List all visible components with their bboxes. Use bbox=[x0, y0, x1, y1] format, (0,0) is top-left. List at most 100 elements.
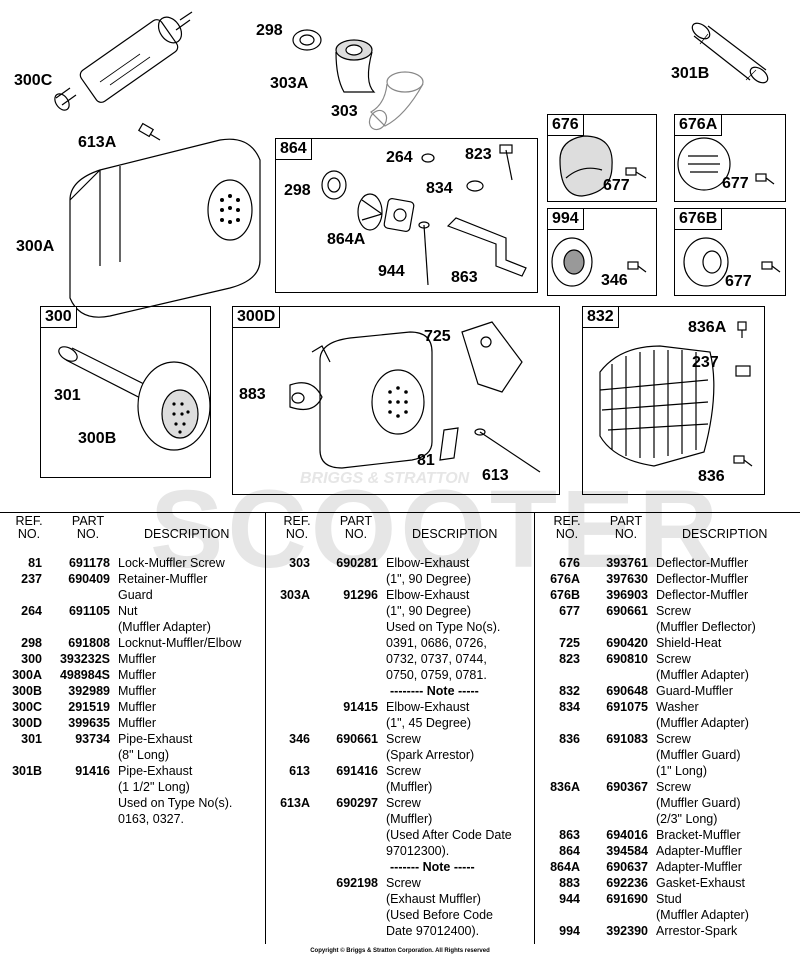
callout-303: 303 bbox=[331, 103, 358, 120]
part-number: 690420 bbox=[606, 636, 648, 650]
description: Gasket-Exhaust bbox=[656, 875, 745, 891]
description-line: (Muffler Adapter) bbox=[118, 620, 211, 634]
description-line: Used on Type No(s). bbox=[386, 620, 501, 634]
description-line: 0732, 0737, 0744, bbox=[386, 652, 487, 666]
part-number: 399635 bbox=[68, 716, 110, 730]
ref-number: 264 bbox=[21, 604, 42, 618]
exploded-parts-diagram: 864 676 676A 994 676B 300 300D 832 298 3… bbox=[14, 11, 786, 495]
description-line: (2/3" Long) bbox=[656, 812, 718, 826]
part-number: 690409 bbox=[68, 572, 110, 586]
description: Muffler bbox=[118, 699, 156, 715]
description-line: Screw bbox=[656, 780, 691, 794]
callout-836a: 836A bbox=[688, 319, 727, 336]
description-line: Muffler bbox=[118, 716, 156, 730]
ref-number: 944 bbox=[559, 892, 580, 906]
locknut-298-drawing bbox=[292, 29, 322, 51]
description-line: 97012300). bbox=[386, 844, 450, 858]
description-line: Date 97012400). bbox=[386, 924, 480, 938]
description-line: (Muffler) bbox=[386, 780, 433, 794]
deflector-676-drawing bbox=[559, 135, 647, 197]
description: Arrestor-Spark bbox=[656, 923, 737, 939]
description-line: (Used Before Code bbox=[386, 908, 494, 922]
description: Deflector-Muffler bbox=[656, 571, 748, 587]
parts-illustration bbox=[54, 11, 781, 473]
part-number: 393232S bbox=[59, 652, 110, 666]
part-number: 691808 bbox=[68, 636, 110, 650]
description-line: Shield-Heat bbox=[656, 636, 722, 650]
box-676: 676 bbox=[547, 114, 657, 202]
callout-677-c: 677 bbox=[725, 273, 752, 290]
callout-300c: 300C bbox=[14, 72, 53, 89]
ref-number: 301 bbox=[21, 732, 42, 746]
description-line: Screw bbox=[656, 652, 691, 666]
header-description: DESCRIPTION bbox=[682, 527, 768, 541]
part-number: 692236 bbox=[606, 876, 648, 890]
copyright-notice: Copyright © Briggs & Stratton Corporatio… bbox=[310, 948, 490, 954]
muffler-300a-drawing bbox=[69, 138, 261, 318]
screw-613a-drawing bbox=[137, 122, 161, 141]
description-line: Washer bbox=[656, 700, 699, 714]
callout-298-box: 298 bbox=[284, 182, 311, 199]
description-line: (Muffler Guard) bbox=[656, 796, 741, 810]
description-line: Elbow-Exhaust bbox=[386, 700, 470, 714]
muffler-300c-drawing bbox=[54, 11, 193, 111]
callout-264: 264 bbox=[386, 149, 413, 166]
muffler-300b-drawing bbox=[58, 346, 211, 451]
ref-number: 832 bbox=[559, 684, 580, 698]
description-line: (Muffler Adapter) bbox=[656, 908, 749, 922]
box-676b: 676B bbox=[674, 208, 786, 296]
description-line: Muffler bbox=[118, 700, 156, 714]
part-number: 392390 bbox=[606, 924, 648, 938]
part-number: 91296 bbox=[343, 588, 378, 602]
box-label: 832 bbox=[582, 306, 619, 328]
description-line: Arrestor-Spark bbox=[656, 924, 738, 938]
description-line: Muffler bbox=[118, 652, 156, 666]
description-line: Gasket-Exhaust bbox=[656, 876, 745, 890]
description-line: Screw bbox=[386, 876, 421, 890]
ref-number: 834 bbox=[559, 700, 580, 714]
description-line: 0163, 0327. bbox=[118, 812, 185, 826]
description-line: (1", 45 Degree) bbox=[386, 716, 472, 730]
part-number: 396903 bbox=[606, 588, 648, 602]
pipe-301b-drawing bbox=[691, 22, 769, 84]
callout-346: 346 bbox=[601, 272, 628, 289]
description: Screw (Muffler Adapter) bbox=[656, 651, 749, 683]
description: Pipe-Exhaust(1 1/2" Long)Used on Type No… bbox=[118, 763, 232, 827]
guard-832-drawing bbox=[599, 321, 753, 467]
description-line: Adapter-Muffler bbox=[656, 860, 742, 874]
description: Adapter-Muffler bbox=[656, 843, 742, 859]
ref-number: 836A bbox=[550, 780, 580, 794]
adapter-assembly-864-drawing bbox=[321, 144, 527, 286]
box-300d: 300D bbox=[232, 306, 560, 495]
note-divider: -------- Note ----- bbox=[390, 684, 479, 698]
box-label: 300D bbox=[232, 306, 281, 328]
callout-613a: 613A bbox=[78, 134, 117, 151]
box-label: 994 bbox=[547, 208, 584, 230]
description-line: (Muffler Deflector) bbox=[656, 620, 756, 634]
description-line: (1", 90 Degree) bbox=[386, 604, 472, 618]
box-label: 676A bbox=[674, 114, 723, 136]
part-number: 394584 bbox=[606, 844, 648, 858]
description: Elbow-Exhaust (1", 45 Degree) bbox=[386, 699, 471, 731]
description-line: Retainer-Muffler bbox=[118, 572, 208, 586]
description-line: (Muffler Adapter) bbox=[656, 716, 749, 730]
part-number: 91415 bbox=[343, 700, 378, 714]
ref-number: 676A bbox=[550, 572, 580, 586]
description: Shield-Heat bbox=[656, 635, 721, 651]
description: Deflector-Muffler bbox=[656, 555, 748, 571]
callout-300a: 300A bbox=[16, 238, 55, 255]
description-line: (1 1/2" Long) bbox=[118, 780, 190, 794]
callout-944: 944 bbox=[378, 263, 405, 280]
description-line: Nut bbox=[118, 604, 138, 618]
part-number: 691083 bbox=[606, 732, 648, 746]
description-line: (Muffler Adapter) bbox=[656, 668, 749, 682]
part-number: 690297 bbox=[336, 796, 378, 810]
ref-number: 237 bbox=[21, 572, 42, 586]
description: Screw(Muffler Deflector) bbox=[656, 603, 756, 635]
callout-303a: 303A bbox=[270, 75, 309, 92]
description: Muffler bbox=[118, 683, 156, 699]
description-line: (1" Long) bbox=[656, 764, 707, 778]
ref-number: 303 bbox=[289, 556, 310, 570]
